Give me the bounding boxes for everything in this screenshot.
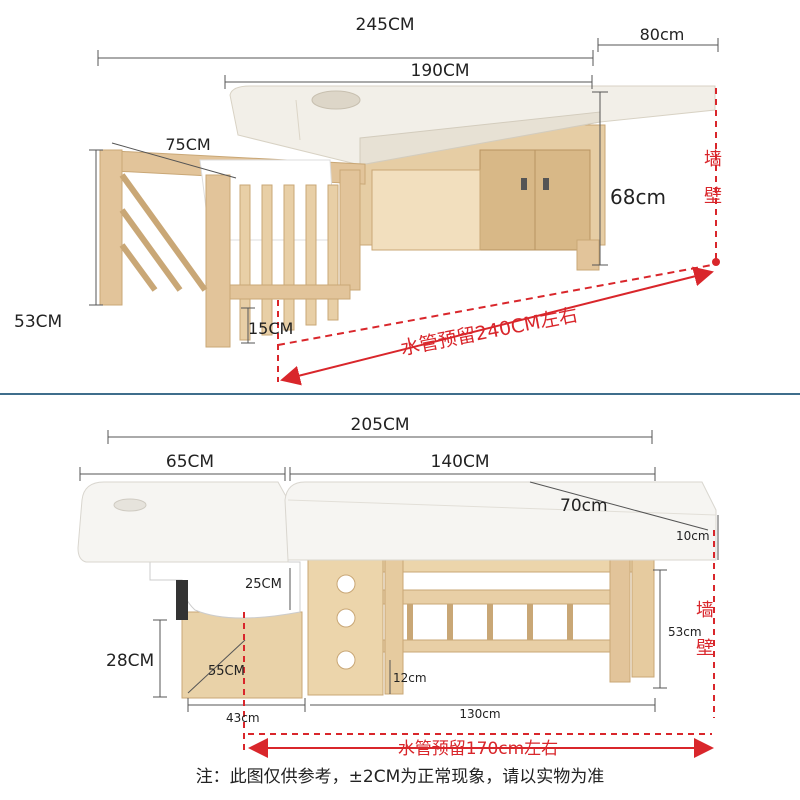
top-dimension-lines xyxy=(89,38,719,344)
top-panel: 245CM 80cm 190CM 75CM 68cm 53CM 15CM 墙 壁… xyxy=(14,15,722,386)
bottom-wall-label-2: 壁 xyxy=(696,638,714,659)
top-total-length: 245CM xyxy=(356,15,415,35)
bottom-frame-length: 130cm xyxy=(459,707,500,721)
disclaimer-note: 注：此图仅供参考，±2CM为正常现象，请以实物为准 xyxy=(195,767,605,787)
bottom-basin-depth: 25CM xyxy=(245,577,282,592)
top-pipe-arrow xyxy=(277,264,714,386)
bottom-bed-illustration xyxy=(77,481,717,699)
top-wall-label-1: 墙 xyxy=(704,149,722,170)
bottom-width: 70cm xyxy=(560,496,608,516)
bottom-leg-height: 53cm xyxy=(668,625,702,639)
bottom-cabinet-length: 55CM xyxy=(208,664,245,679)
bottom-dimension-lines xyxy=(79,430,719,712)
bottom-pipe-label: 水管预留170cm左右 xyxy=(398,739,558,759)
bottom-mattress-thickness: 10cm xyxy=(676,529,710,543)
top-floor-gap: 15CM xyxy=(248,319,293,338)
top-wall-dot xyxy=(712,258,720,266)
top-basin-width: 75CM xyxy=(165,135,210,154)
top-wall-label-2: 壁 xyxy=(704,186,722,207)
top-width: 80cm xyxy=(640,25,685,44)
top-basin-height: 53CM xyxy=(14,312,62,332)
top-pipe-label: 水管预留240CM左右 xyxy=(399,304,580,360)
top-bed-height: 68cm xyxy=(610,185,666,209)
bottom-shelf-gap: 12cm xyxy=(393,671,427,685)
bottom-total-length: 205CM xyxy=(351,415,410,435)
bottom-wall-label-1: 墙 xyxy=(696,600,714,621)
top-bed-length: 190CM xyxy=(411,61,470,81)
bottom-cabinet-height: 28CM xyxy=(106,651,154,671)
bottom-body-length: 140CM xyxy=(431,452,490,472)
bottom-head-length: 65CM xyxy=(166,452,214,472)
top-bed-illustration xyxy=(99,85,716,348)
bottom-panel: 205CM 65CM 140CM 70cm 10cm 25CM 28CM 55C… xyxy=(77,415,719,759)
bottom-head-offset: 43cm xyxy=(226,711,260,725)
